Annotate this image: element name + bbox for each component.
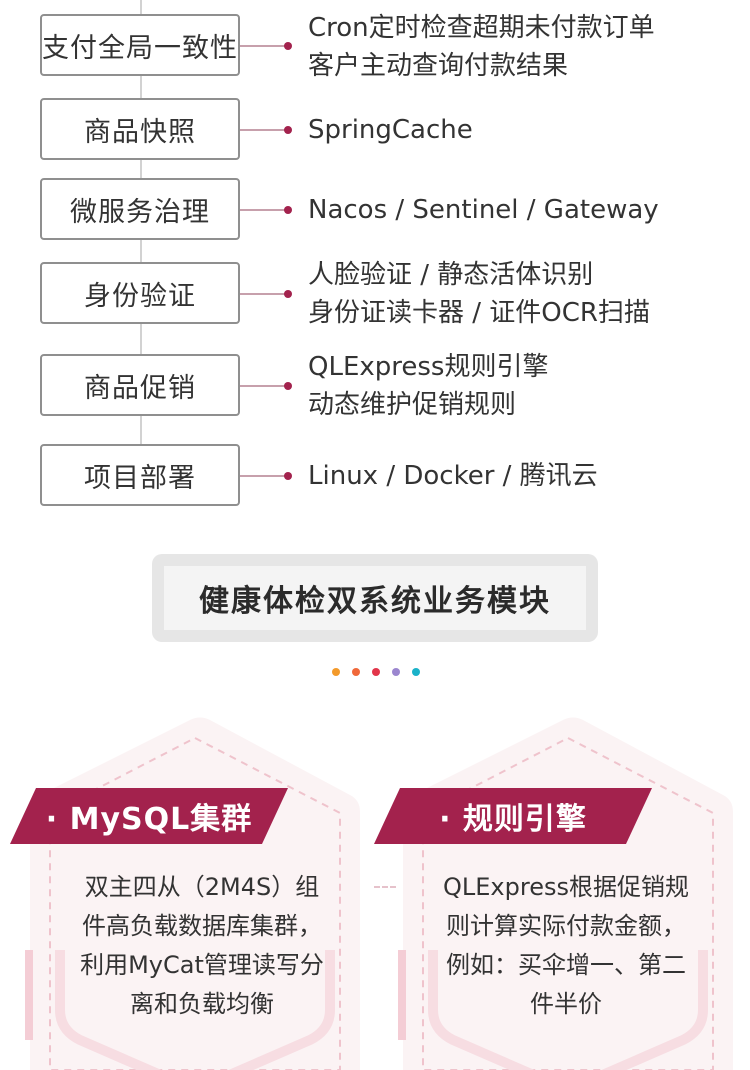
- connector-line: [240, 293, 286, 295]
- connector-line: [240, 475, 286, 477]
- card-rule-engine-description: QLExpress根据促销规 则计算实际付款金额， 例如：买伞增一、第二 件半价: [426, 868, 706, 1024]
- dot-coral: [352, 668, 360, 676]
- bullet-dot: [284, 290, 292, 298]
- section-title: 健康体检双系统业务模块: [164, 566, 586, 630]
- node-label: 项目部署: [84, 462, 196, 494]
- card-connector: [374, 886, 396, 888]
- card-line: 则计算实际付款金额，: [446, 912, 686, 940]
- connector-line: [240, 209, 286, 211]
- bullet-dot: [284, 206, 292, 214]
- node-label: 商品快照: [84, 116, 196, 148]
- tag-shape: [10, 788, 288, 844]
- bullet-dot: [284, 472, 292, 480]
- connector-line: [240, 129, 286, 131]
- dot-red: [372, 668, 380, 676]
- node-identity-verification: 身份验证: [40, 262, 240, 324]
- node-label: 微服务治理: [70, 196, 210, 228]
- dot-teal: [412, 668, 420, 676]
- connector-line: [240, 385, 286, 387]
- card-line: 离和负载均衡: [130, 990, 274, 1018]
- tag-label: · 规则引擎: [439, 802, 587, 837]
- card-line: QLExpress根据促销规: [443, 873, 689, 901]
- desc-identity-verification: 人脸验证 / 静态活体识别 身份证读卡器 / 证件OCR扫描: [308, 256, 650, 332]
- section-banner: 健康体检双系统业务模块: [152, 554, 598, 642]
- desc-line: 身份证读卡器 / 证件OCR扫描: [308, 298, 650, 328]
- card-mysql-description: 双主四从（2M4S）组 件高负载数据库集群， 利用MyCat管理读写分 离和负载…: [62, 868, 342, 1024]
- node-product-snapshot: 商品快照: [40, 98, 240, 160]
- desc-line: Nacos / Sentinel / Gateway: [308, 195, 659, 225]
- dot-orange: [332, 668, 340, 676]
- node-project-deployment: 项目部署: [40, 444, 240, 506]
- desc-project-deployment: Linux / Docker / 腾讯云: [308, 457, 598, 495]
- card-line: 例如：买伞增一、第二: [446, 951, 686, 979]
- desc-line: 人脸验证 / 静态活体识别: [308, 260, 594, 290]
- tag-rule-engine: · 规则引擎: [374, 788, 652, 844]
- card-line: 双主四从（2M4S）组: [84, 873, 320, 901]
- desc-line: 动态维护促销规则: [308, 390, 517, 420]
- desc-line: 客户主动查询付款结果: [308, 51, 569, 81]
- node-microservice-governance: 微服务治理: [40, 178, 240, 240]
- card-line: 利用MyCat管理读写分: [80, 951, 324, 979]
- tag-shape: [374, 788, 652, 844]
- desc-line: Linux / Docker / 腾讯云: [308, 461, 598, 491]
- card-line: 件半价: [530, 990, 602, 1018]
- bullet-dot: [284, 382, 292, 390]
- node-label: 支付全局一致性: [42, 32, 238, 64]
- desc-payment-consistency: Cron定时检查超期未付款订单 客户主动查询付款结果: [308, 9, 655, 85]
- desc-line: SpringCache: [308, 115, 473, 145]
- tag-mysql-cluster: · MySQL集群: [10, 788, 288, 844]
- card-line: 件高负载数据库集群，: [82, 912, 322, 940]
- bullet-dot: [284, 126, 292, 134]
- connector-line: [240, 45, 286, 47]
- node-label: 身份验证: [84, 280, 196, 312]
- desc-product-snapshot: SpringCache: [308, 111, 473, 149]
- node-payment-consistency: 支付全局一致性: [40, 14, 240, 76]
- bullet-dot: [284, 42, 292, 50]
- desc-line: Cron定时检查超期未付款订单: [308, 13, 655, 43]
- node-product-promotion: 商品促销: [40, 354, 240, 416]
- dot-purple: [392, 668, 400, 676]
- desc-product-promotion: QLExpress规则引擎 动态维护促销规则: [308, 348, 548, 424]
- desc-line: QLExpress规则引擎: [308, 352, 549, 382]
- desc-microservice-governance: Nacos / Sentinel / Gateway: [308, 191, 659, 229]
- tag-label: · MySQL集群: [45, 802, 253, 837]
- node-label: 商品促销: [84, 372, 196, 404]
